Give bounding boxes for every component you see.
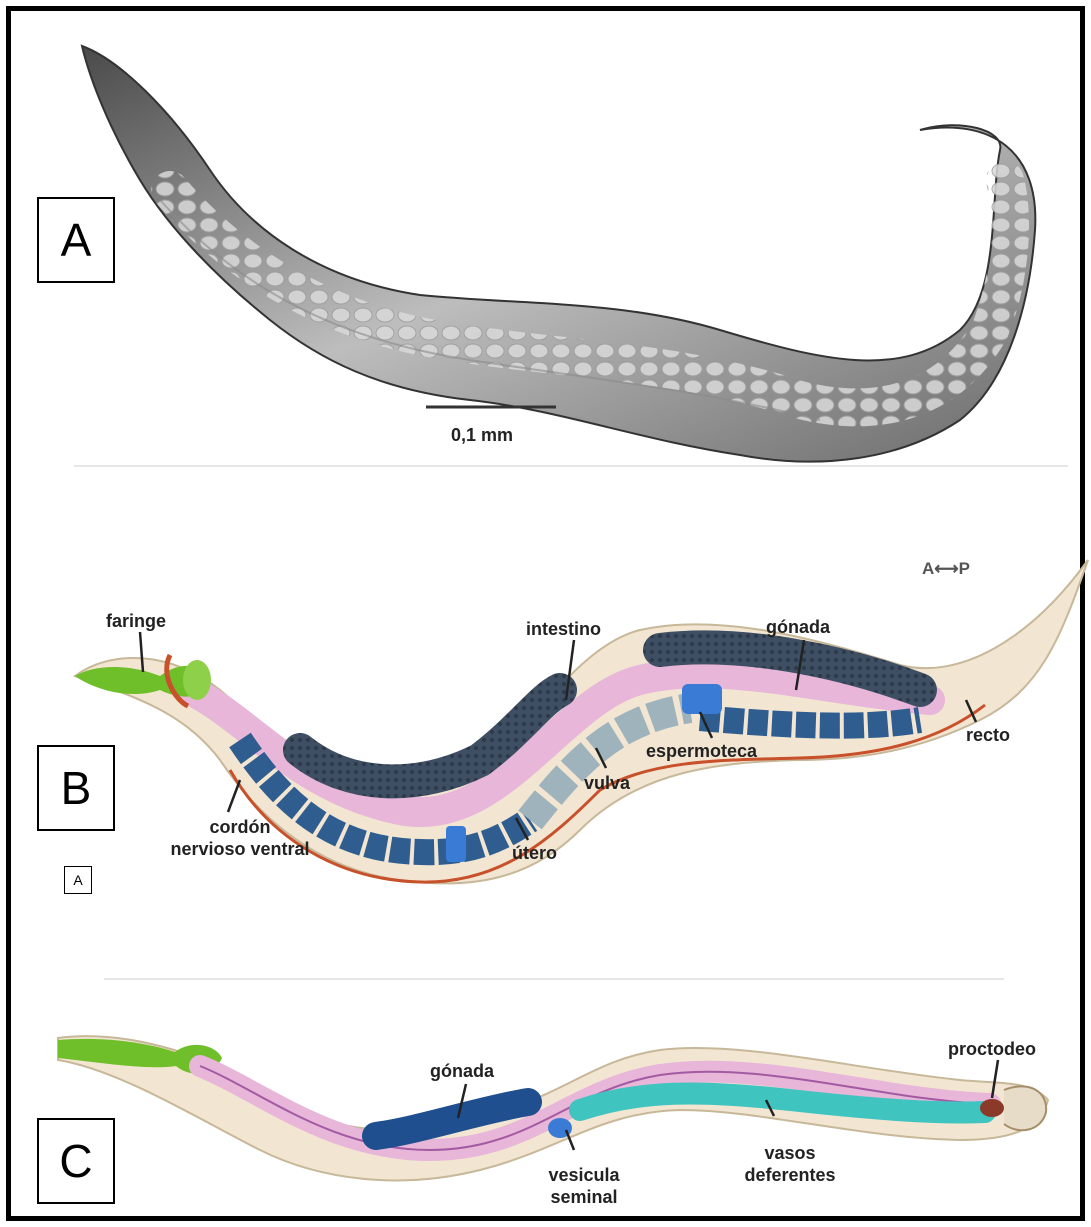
label-vesicula-line1: vesicula	[536, 1164, 632, 1186]
label-vasos-line1: vasos	[728, 1142, 852, 1164]
label-vesicula-line2: seminal	[536, 1186, 632, 1208]
scale-bar-label: 0,1 mm	[451, 424, 513, 446]
label-vasos-line2: deferentes	[728, 1164, 852, 1186]
label-vulva: vulva	[584, 772, 630, 794]
micrograph-worm	[82, 46, 1035, 462]
panel-label-b: B	[37, 745, 115, 831]
label-gonada-b: gónada	[766, 616, 830, 638]
label-vasos-deferentes: vasos deferentes	[728, 1142, 852, 1186]
panel-label-a: A	[37, 197, 115, 283]
label-espermoteca: espermoteca	[646, 740, 757, 762]
divider-b-c	[104, 978, 1004, 980]
label-utero: útero	[512, 842, 557, 864]
label-proctodeo: proctodeo	[948, 1038, 1036, 1060]
label-faringe: faringe	[106, 610, 166, 632]
label-cordon-line2: nervioso ventral	[166, 838, 314, 860]
label-cordon: cordón nervioso ventral	[166, 816, 314, 860]
panel-label-c: C	[37, 1118, 115, 1204]
label-gonada-c: gónada	[430, 1060, 494, 1082]
male-diagram	[58, 1036, 1048, 1180]
orientation-label: A⟷P	[922, 558, 970, 580]
label-cordon-line1: cordón	[166, 816, 314, 838]
label-intestino: intestino	[526, 618, 601, 640]
small-label-box: A	[64, 866, 92, 894]
divider-a-b	[74, 465, 1068, 467]
label-vesicula-seminal: vesicula seminal	[536, 1164, 632, 1208]
label-recto: recto	[966, 724, 1010, 746]
